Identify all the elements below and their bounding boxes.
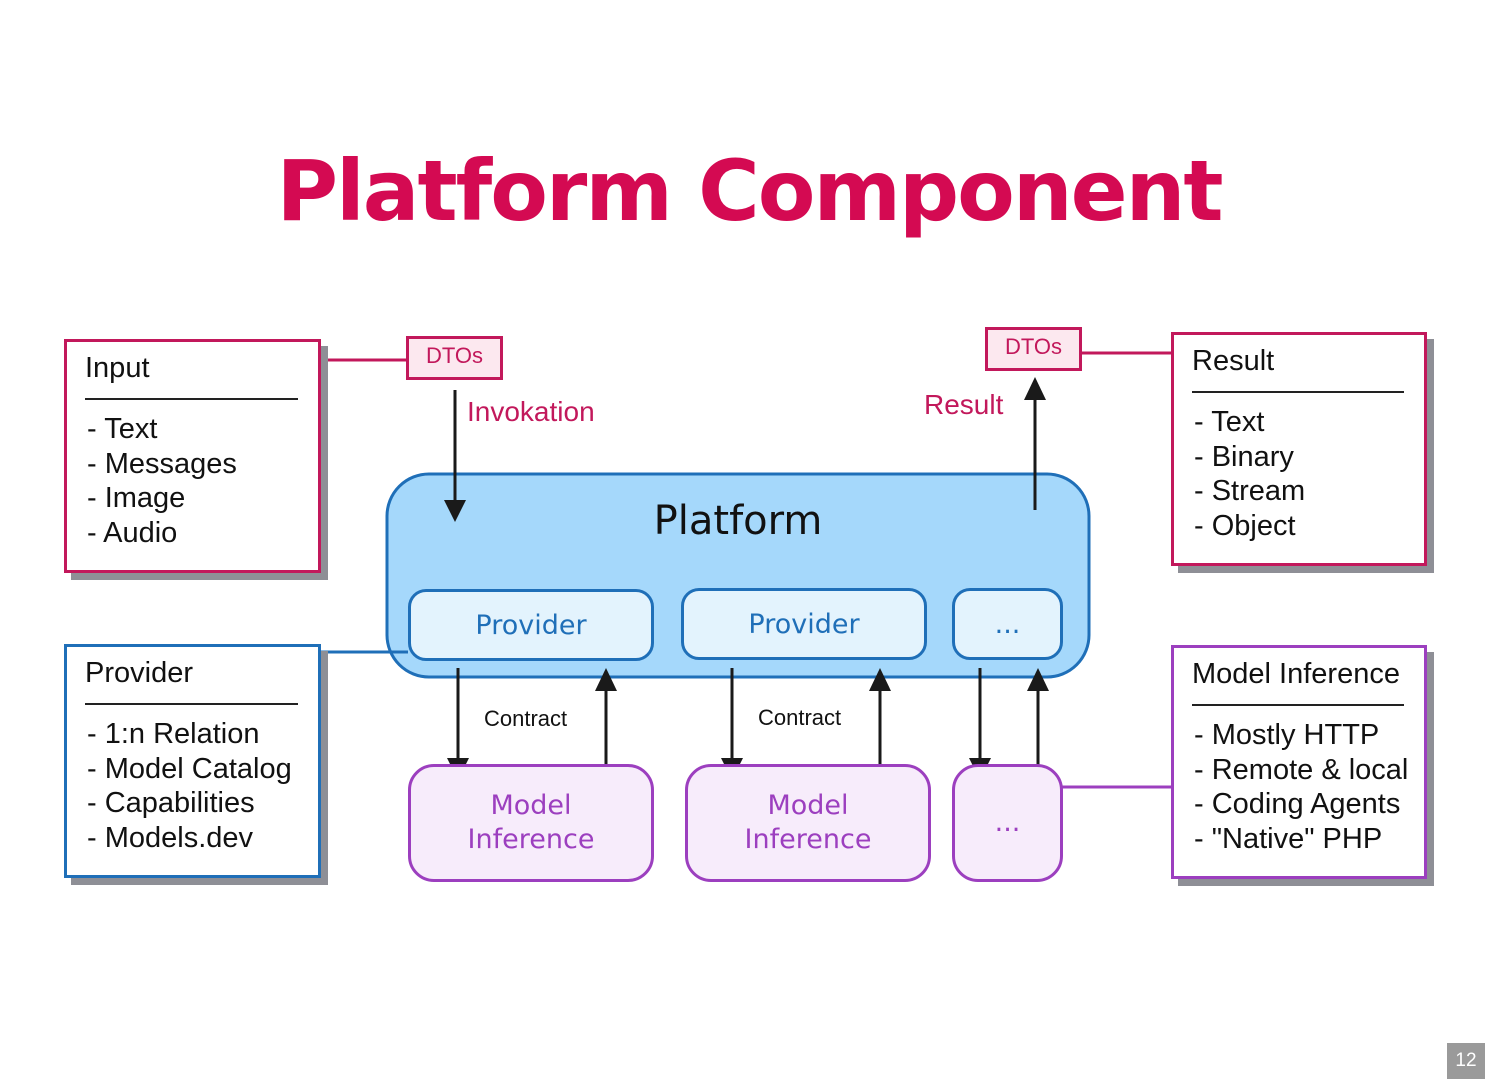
provider-label: Provider (475, 609, 587, 641)
model-inference-line2: Inference (744, 824, 872, 855)
result-arrow (1024, 377, 1046, 510)
provider-box-2[interactable]: Provider (681, 588, 927, 660)
model-inference-note-item: - Mostly HTTP (1194, 719, 1380, 751)
result-note-item: - Text (1194, 406, 1265, 438)
model-inference-note-item: - "Native" PHP (1194, 822, 1383, 855)
provider-note-heading: Provider (85, 657, 193, 689)
provider-label: ... (994, 608, 1021, 640)
result-note-item: - Binary (1194, 440, 1294, 473)
dtos-output-badge: DTOs (985, 327, 1082, 371)
model-inference-line1: ... (994, 807, 1021, 838)
platform-label: Platform (653, 498, 823, 544)
input-note-item: - Audio (87, 516, 178, 549)
model-inference-line1: Model (490, 790, 572, 821)
model-inference-note-item: - Remote & local (1194, 753, 1409, 786)
result-note: Result - Text - Binary - Stream - Object (1171, 332, 1427, 566)
input-note-heading: Input (85, 352, 150, 384)
note-divider (1192, 391, 1404, 393)
slide-title: Platform Component (276, 142, 1223, 240)
input-note-item: - Messages (87, 447, 237, 480)
model-inference-note-item: - Coding Agents (1194, 788, 1401, 820)
note-divider (85, 703, 298, 705)
contract-arrow-up-3 (1027, 668, 1049, 778)
provider-note-item: - Model Catalog (87, 752, 292, 785)
result-note-item: - Stream (1194, 475, 1306, 507)
contract-arrow-up-1 (595, 668, 617, 778)
result-note-heading: Result (1192, 345, 1275, 377)
input-note-item: - Image (87, 482, 186, 514)
model-inference-box-more[interactable]: ... (952, 764, 1063, 882)
contract-label-2: Contract (758, 705, 842, 730)
provider-note-item: - Models.dev (87, 821, 254, 854)
result-note-item: - Object (1194, 509, 1296, 542)
model-inference-note: Model Inference - Mostly HTTP - Remote &… (1171, 645, 1427, 879)
result-label: Result (924, 389, 1004, 420)
note-divider (85, 398, 298, 400)
model-inference-line2: Inference (467, 824, 595, 855)
provider-box-1[interactable]: Provider (408, 589, 654, 661)
page-number: 12 (1447, 1043, 1485, 1079)
note-divider (1192, 704, 1404, 706)
contract-label-1: Contract (484, 706, 568, 731)
model-inference-box-2[interactable]: Model Inference (685, 764, 931, 882)
model-inference-line1: Model (767, 790, 849, 821)
provider-box-more[interactable]: ... (952, 588, 1063, 660)
invokation-label: Invokation (467, 396, 595, 427)
dtos-input-badge: DTOs (406, 336, 503, 380)
invokation-arrow (444, 390, 466, 522)
model-inference-note-heading: Model Inference (1192, 658, 1400, 690)
model-inference-box-1[interactable]: Model Inference (408, 764, 654, 882)
provider-note-item: - 1:n Relation (87, 718, 260, 750)
provider-note-item: - Capabilities (87, 787, 255, 819)
input-note: Input - Text - Messages - Image - Audio (64, 339, 321, 573)
provider-label: Provider (748, 608, 860, 640)
contract-arrow-up-2 (869, 668, 891, 778)
input-note-item: - Text (87, 413, 158, 445)
provider-note: Provider - 1:n Relation - Model Catalog … (64, 644, 321, 878)
